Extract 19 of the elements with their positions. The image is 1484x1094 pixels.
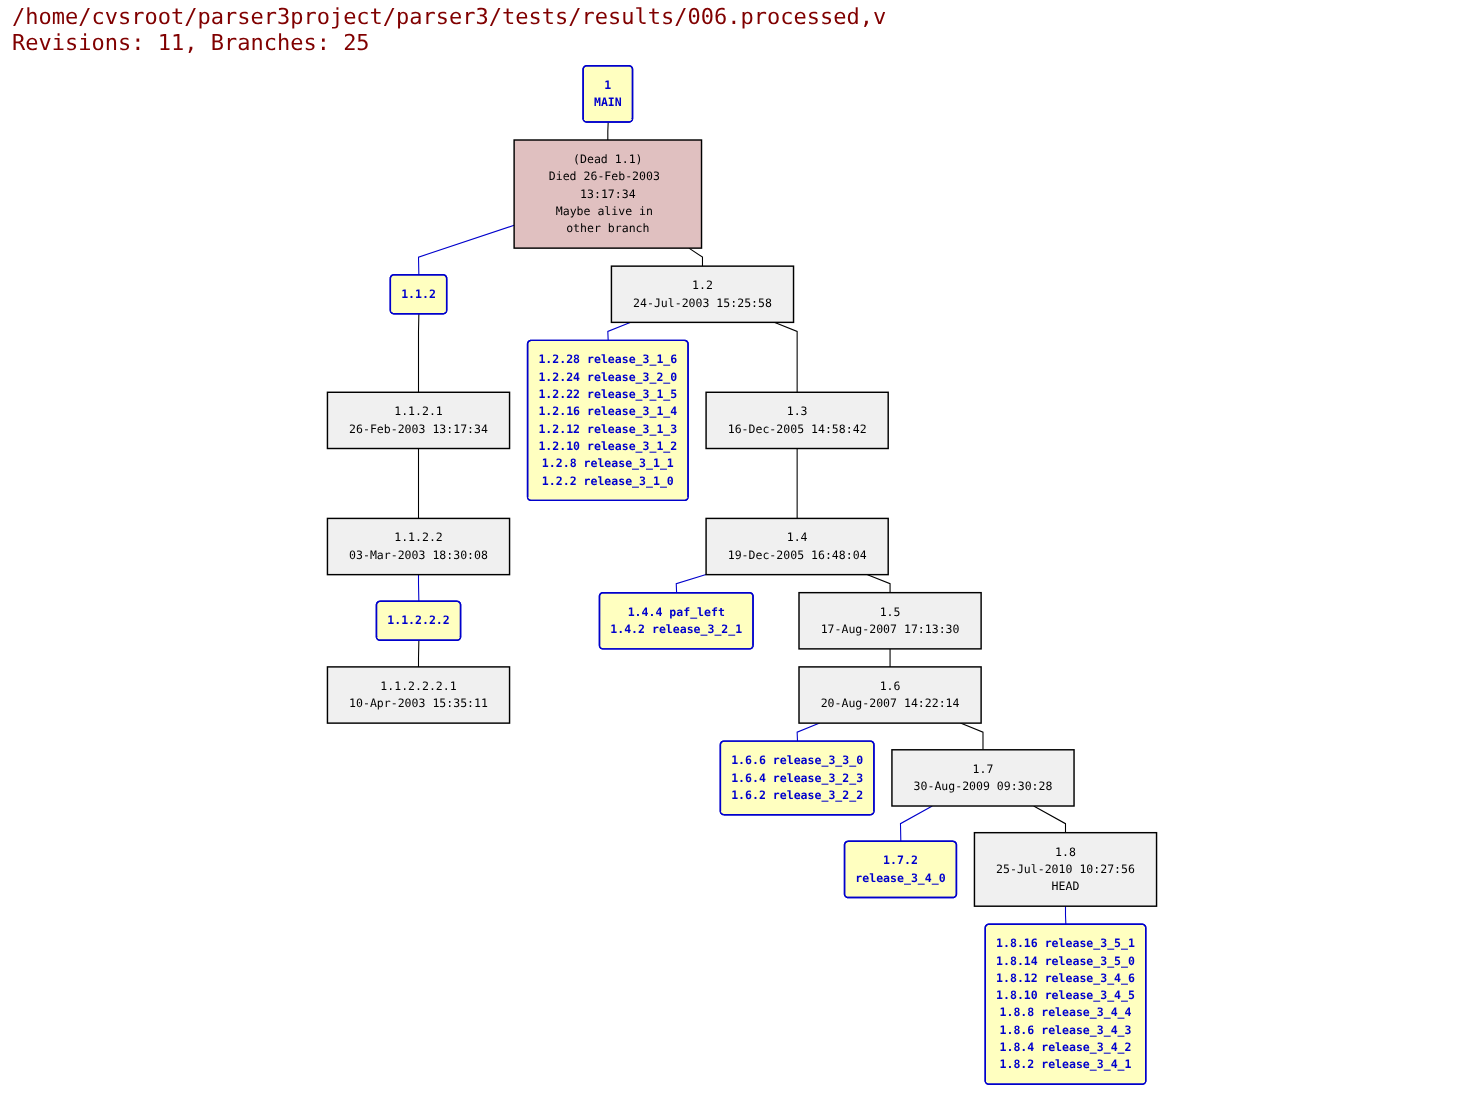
connector — [773, 321, 798, 393]
connector — [417, 640, 420, 668]
connector — [417, 447, 420, 519]
connector — [1033, 805, 1067, 834]
connector — [899, 805, 933, 843]
connector — [417, 574, 420, 603]
connector — [688, 247, 703, 267]
connector — [417, 313, 420, 393]
connector — [796, 722, 821, 743]
file-path-title: /home/cvsroot/parser3project/parser3/tests/results/006.processed,v — [12, 4, 887, 30]
connector — [889, 648, 891, 668]
summary-text: Revisions: 11, Branches: 25 — [12, 30, 372, 56]
connector — [417, 224, 515, 276]
connector — [1064, 905, 1067, 926]
connector — [866, 574, 891, 594]
connector — [796, 447, 798, 519]
connector — [607, 321, 632, 342]
connector — [675, 573, 707, 594]
connector — [607, 121, 609, 141]
